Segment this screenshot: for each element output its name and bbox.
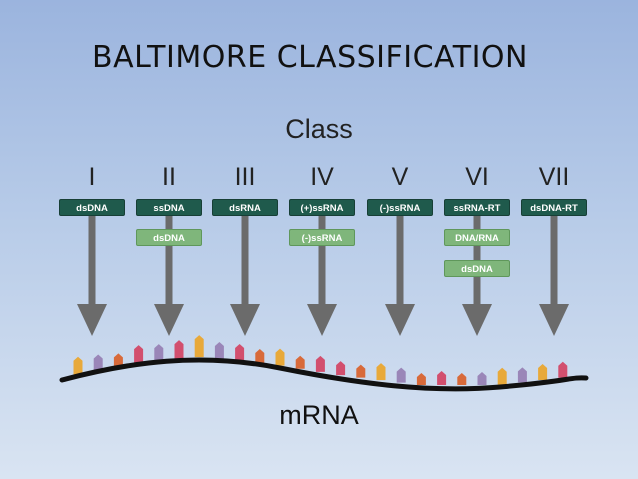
nucleotide-base [73, 356, 83, 375]
nucleotide-base [255, 348, 265, 363]
nucleotide-base [154, 344, 164, 362]
arrow-head [307, 304, 337, 336]
genome-box: dsDNA [59, 199, 125, 216]
nucleotide-base [214, 341, 224, 359]
arrow-shaft [550, 214, 558, 306]
class-numeral: VII [538, 163, 570, 191]
mrna-strand [59, 357, 589, 392]
class-numeral: II [162, 163, 176, 191]
arrow-head [385, 304, 415, 336]
nucleotide-base [235, 343, 245, 361]
nucleotide-base [134, 345, 144, 364]
nucleotide-base [416, 373, 426, 385]
genome-box: (-)ssRNA [289, 229, 355, 246]
arrow-shaft [241, 214, 249, 306]
slide-title: BALTIMORE CLASSIFICATION [92, 40, 528, 75]
nucleotide-base [558, 361, 568, 378]
nucleotide-base [396, 367, 406, 383]
arrow-shaft [165, 214, 173, 306]
nucleotide-base [336, 361, 346, 376]
arrow-shaft [88, 214, 96, 306]
genome-box: ssDNA [136, 199, 202, 216]
arrow-head [77, 304, 107, 336]
class-numeral: VI [465, 163, 489, 191]
arrow-head [154, 304, 184, 336]
nucleotide-base [376, 363, 386, 381]
arrow-head [230, 304, 260, 336]
class-numeral: V [391, 163, 409, 191]
nucleotide-base [275, 348, 285, 366]
genome-box: DNA/RNA [444, 229, 510, 246]
mrna-nucleotides [73, 335, 568, 385]
nucleotide-base [356, 364, 366, 378]
genome-box: ssRNA-RT [444, 199, 510, 216]
class-numeral: III [234, 163, 256, 191]
nucleotide-base [457, 373, 467, 385]
genome-box: dsDNA-RT [521, 199, 587, 216]
class-numeral: IV [310, 163, 334, 191]
nucleotide-base [194, 335, 204, 358]
nucleotide-base [437, 371, 447, 385]
arrow-head [462, 304, 492, 336]
genome-box: (-)ssRNA [367, 199, 433, 216]
class-numeral: I [88, 163, 96, 191]
nucleotide-base [113, 353, 123, 367]
nucleotide-base [517, 367, 527, 383]
nucleotide-base [93, 354, 103, 371]
arrow-head [539, 304, 569, 336]
arrow-shaft [318, 214, 326, 306]
arrow-shaft [396, 214, 404, 306]
nucleotide-base [477, 372, 487, 385]
nucleotide-base [315, 355, 325, 372]
genome-box: dsRNA [212, 199, 278, 216]
mrna-label: mRNA [279, 400, 359, 430]
genome-box: (+)ssRNA [289, 199, 355, 216]
nucleotide-base [538, 364, 548, 381]
genome-box: dsDNA [444, 260, 510, 277]
nucleotide-base [174, 340, 184, 360]
class-heading: Class [285, 114, 353, 144]
nucleotide-base [295, 355, 305, 369]
nucleotide-base [497, 367, 507, 385]
genome-box: dsDNA [136, 229, 202, 246]
